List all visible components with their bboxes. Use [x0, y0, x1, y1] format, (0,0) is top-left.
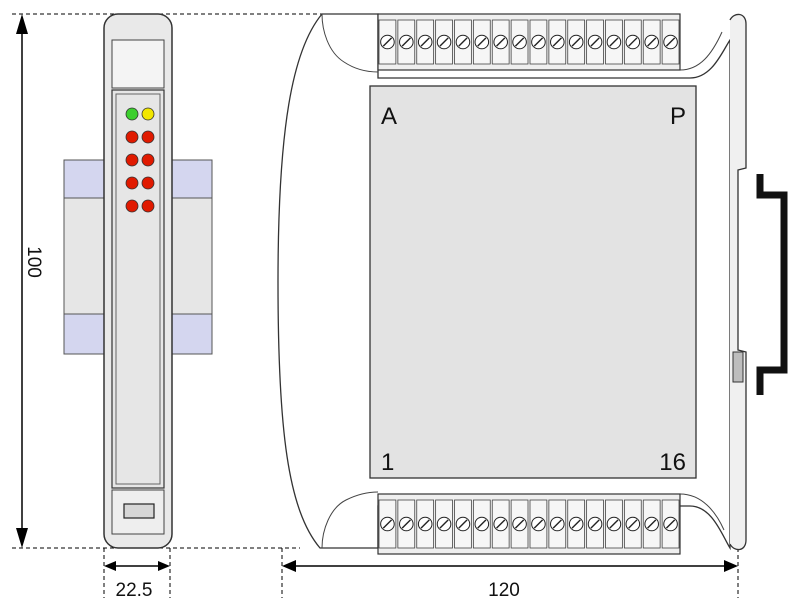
depth-dimension-label: 120 — [488, 580, 520, 600]
front-panel — [111, 89, 165, 489]
clip-latch — [732, 351, 744, 383]
rear-clip-profile — [729, 13, 747, 551]
screw-slot — [382, 519, 393, 529]
screw-slot — [477, 37, 487, 47]
side-bottom-contour — [321, 491, 379, 549]
screw-slot — [439, 519, 449, 529]
screw-slot — [533, 519, 544, 529]
screw-slot — [401, 519, 411, 529]
front-panel-inner — [115, 93, 161, 485]
screw-slot — [647, 519, 657, 529]
screw-slot — [514, 37, 525, 47]
screw-slot — [665, 519, 676, 529]
din-clip-left — [63, 159, 107, 355]
screw-slot — [590, 519, 600, 529]
led-red — [141, 153, 155, 167]
screw-slot — [571, 519, 581, 529]
screw-slot — [420, 37, 430, 47]
side-bottom-contour-right — [679, 493, 725, 531]
front-top-cap — [111, 39, 165, 89]
front-view — [63, 13, 213, 549]
led-red — [141, 199, 155, 213]
screw-slot — [590, 37, 600, 47]
screw-slot — [496, 519, 506, 529]
panel-label-top-left: A — [381, 103, 397, 130]
screw-slot — [533, 37, 544, 47]
led-red — [125, 176, 139, 190]
side-view: A P 1 16 — [277, 13, 788, 555]
panel-label-bottom-left: 1 — [381, 449, 394, 476]
din-clip-right — [169, 159, 213, 355]
width-dimension-label: 22.5 — [116, 580, 153, 600]
screw-slot — [401, 37, 411, 47]
height-dimension-label: 100 — [23, 246, 44, 278]
panel-label-bottom-right: 16 — [659, 449, 686, 476]
led-red — [141, 130, 155, 144]
depth-dimension: 120 — [282, 560, 738, 600]
led-red — [125, 153, 139, 167]
din-rail — [756, 174, 788, 395]
screw-slot — [514, 519, 525, 529]
screw-slot — [439, 37, 449, 47]
top-terminal-screws — [378, 19, 680, 65]
width-dimension: 22.5 — [104, 561, 170, 600]
led-red — [125, 130, 139, 144]
screw-slot — [496, 37, 506, 47]
side-top-contour-right — [679, 31, 723, 71]
screw-slot — [458, 37, 468, 47]
led-green — [125, 107, 139, 121]
screw-slot — [552, 519, 562, 529]
screw-slot — [382, 37, 393, 47]
screw-slot — [628, 519, 638, 529]
screw-slot — [665, 37, 676, 47]
screw-slot — [458, 519, 468, 529]
side-top-contour — [321, 13, 379, 73]
panel-label-top-right: P — [670, 103, 686, 130]
bottom-terminal-screws — [378, 499, 680, 549]
side-label-panel — [369, 85, 697, 479]
screw-slot — [609, 519, 619, 529]
screw-slot — [571, 37, 581, 47]
led-red — [125, 199, 139, 213]
height-dimension: 100 — [16, 14, 44, 548]
screw-slot — [477, 519, 487, 529]
led-yellow — [141, 107, 155, 121]
screw-slot — [420, 519, 430, 529]
led-red — [141, 176, 155, 190]
front-label-slot — [123, 503, 155, 519]
screw-slot — [552, 37, 562, 47]
screw-slot — [609, 37, 619, 47]
screw-slot — [647, 37, 657, 47]
led-indicators — [125, 107, 155, 213]
screw-slot — [628, 37, 638, 47]
